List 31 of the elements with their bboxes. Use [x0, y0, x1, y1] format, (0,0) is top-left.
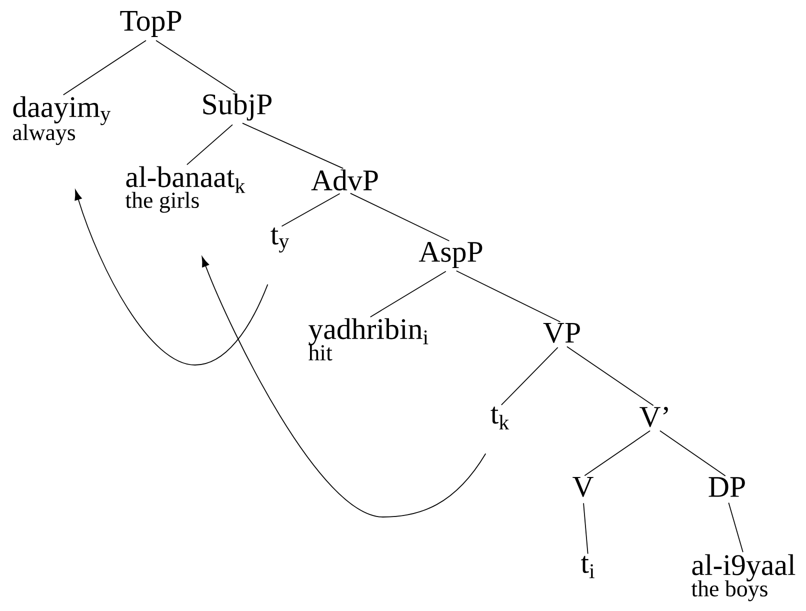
tree-branch [186, 124, 233, 166]
tree-branch [584, 430, 650, 476]
tree-label: V’ [640, 406, 668, 428]
movement-arrow [74, 190, 268, 366]
word-with-gloss: yadhribin$_{i}$ hit [308, 318, 428, 360]
tree-branch [660, 430, 726, 476]
tree-label: t$_{k}$ [490, 406, 510, 430]
tree-branch [370, 270, 446, 318]
tree-branch [156, 40, 236, 93]
tree-branch [62, 40, 146, 96]
tree-branch [350, 192, 450, 242]
tree-branch [281, 193, 340, 227]
tree-branch [500, 347, 558, 406]
tree-label: VP [543, 322, 580, 343]
tree-label: TopP [120, 11, 182, 37]
tree-label: t$_{y}$ [270, 227, 290, 253]
tree-branch [583, 502, 588, 554]
tree-label: AspP [418, 242, 482, 268]
tree-label: SubjP [203, 93, 272, 121]
word-with-gloss: al-banaat$_{k}$ the girls [125, 166, 246, 213]
movement-arrow [202, 256, 486, 518]
word-with-gloss: al-i9yaal the boys [691, 554, 796, 602]
tree-label: V [572, 476, 594, 497]
tree-branch [728, 502, 744, 553]
tree-label: AdvP [311, 169, 378, 191]
tree-label: DP [708, 477, 745, 497]
tree-branch [242, 122, 344, 169]
tree-branch [566, 346, 654, 406]
tree-label: t$_{i}$ [581, 556, 594, 578]
word-with-gloss: daayim$_{y}$ always [13, 96, 111, 146]
tree-branch [456, 270, 561, 322]
